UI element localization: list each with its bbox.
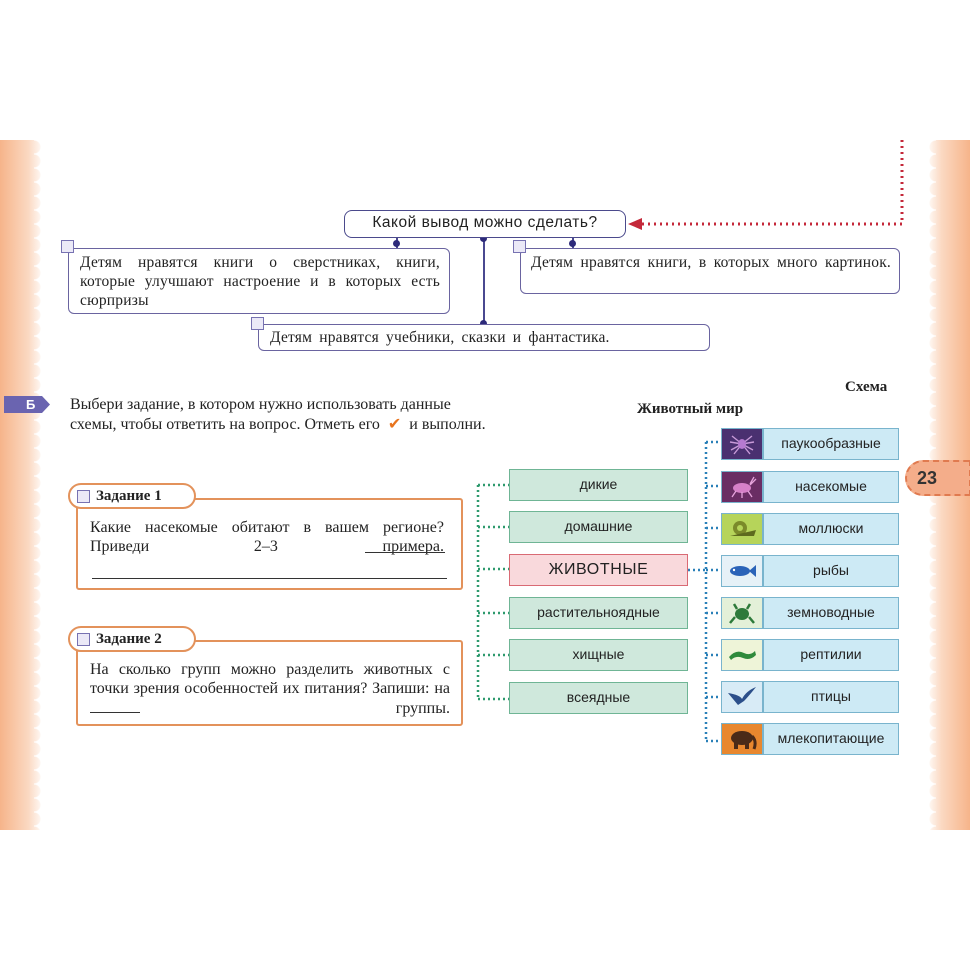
connector-dot <box>569 240 576 247</box>
spider-icon <box>721 428 763 460</box>
schema-class-birds: птицы <box>763 681 899 713</box>
elephant-icon <box>721 723 763 755</box>
bird-icon <box>721 681 763 713</box>
schema-class-arachnids: паукообразные <box>763 428 899 460</box>
page-number: 23 <box>905 460 970 496</box>
reptile-icon <box>721 639 763 671</box>
checkmark-icon: ✔ <box>387 414 402 433</box>
answer-option-2: Детям нравятся книги, в которых много ка… <box>520 248 900 294</box>
task-2-box: На сколько групп можно разделить животны… <box>76 640 463 726</box>
answer-option-1: Детям нравятся книги о сверстниках, книг… <box>68 248 450 314</box>
answer-option-2-checkbox[interactable] <box>513 240 526 253</box>
task-2-title-text: Задание 2 <box>96 631 162 647</box>
answer-option-3: Детям нравятся учебники, сказки и фантас… <box>258 324 710 351</box>
connector-dot <box>480 320 487 327</box>
answer-option-3-text: Детям нравятся учебники, сказки и фантас… <box>270 329 610 346</box>
frog-icon <box>721 597 763 629</box>
connector-dot <box>480 235 487 242</box>
section-instruction-text: Выбери задание, в котором нужно использо… <box>70 396 451 433</box>
task-1-text: Какие насекомые обитают в вашем регионе?… <box>90 519 444 555</box>
connector-line <box>483 238 485 324</box>
answer-option-3-checkbox[interactable] <box>251 317 264 330</box>
task-2-title[interactable]: Задание 2 <box>68 626 196 652</box>
schema-group-omnivores: всеядные <box>509 682 688 714</box>
answer-option-1-text: Детям нравятся книги о сверстниках, книг… <box>80 254 440 309</box>
answer-line[interactable] <box>92 564 447 579</box>
answer-option-1-checkbox[interactable] <box>61 240 74 253</box>
section-instruction-end: и выполни. <box>409 416 486 433</box>
task-1-title-text: Задание 1 <box>96 488 162 504</box>
schema-class-reptiles: рептилии <box>763 639 899 671</box>
answer-line[interactable] <box>90 698 140 713</box>
schema-center: ЖИВОТНЫЕ <box>509 554 688 586</box>
question-box: Какой вывод можно сделать? <box>344 210 626 238</box>
task-2-text-end: группы. <box>395 700 450 717</box>
dotted-arrow <box>628 140 904 230</box>
answer-option-2-text: Детям нравятся книги, в которых много ка… <box>531 254 891 271</box>
task-2-checkbox[interactable] <box>77 633 90 646</box>
schema-connectors <box>476 440 721 743</box>
task-2-text-wrap: На сколько групп можно разделить животны… <box>90 660 450 718</box>
schema-class-mammals: млекопитающие <box>763 723 899 755</box>
schema-group-predators: хищные <box>509 639 688 671</box>
answer-line[interactable] <box>365 538 445 553</box>
schema-caption: Схема <box>845 379 888 395</box>
schema-group-herbivores: растительноядные <box>509 597 688 629</box>
section-badge <box>4 396 50 413</box>
section-instruction: Выбери задание, в котором нужно использо… <box>70 395 495 434</box>
fish-icon <box>721 555 763 587</box>
connector-dot <box>393 240 400 247</box>
task-2-text: На сколько групп можно разделить животны… <box>90 661 450 697</box>
schema-class-amphibians: земноводные <box>763 597 899 629</box>
schema-class-molluscs: моллюски <box>763 513 899 545</box>
section-label: Б <box>26 397 36 412</box>
schema-class-insects: насекомые <box>763 471 899 503</box>
schema-title: Животный мир <box>637 401 744 417</box>
schema-group-wild: дикие <box>509 469 688 501</box>
insect-icon <box>721 471 763 503</box>
task-1-title[interactable]: Задание 1 <box>68 483 196 509</box>
schema-group-domestic: домашние <box>509 511 688 543</box>
schema-class-fish: рыбы <box>763 555 899 587</box>
task-1-checkbox[interactable] <box>77 490 90 503</box>
task-1-box: Какие насекомые обитают в вашем регионе?… <box>76 498 463 590</box>
page-edge-scallop-left <box>34 140 48 830</box>
snail-icon <box>721 513 763 545</box>
